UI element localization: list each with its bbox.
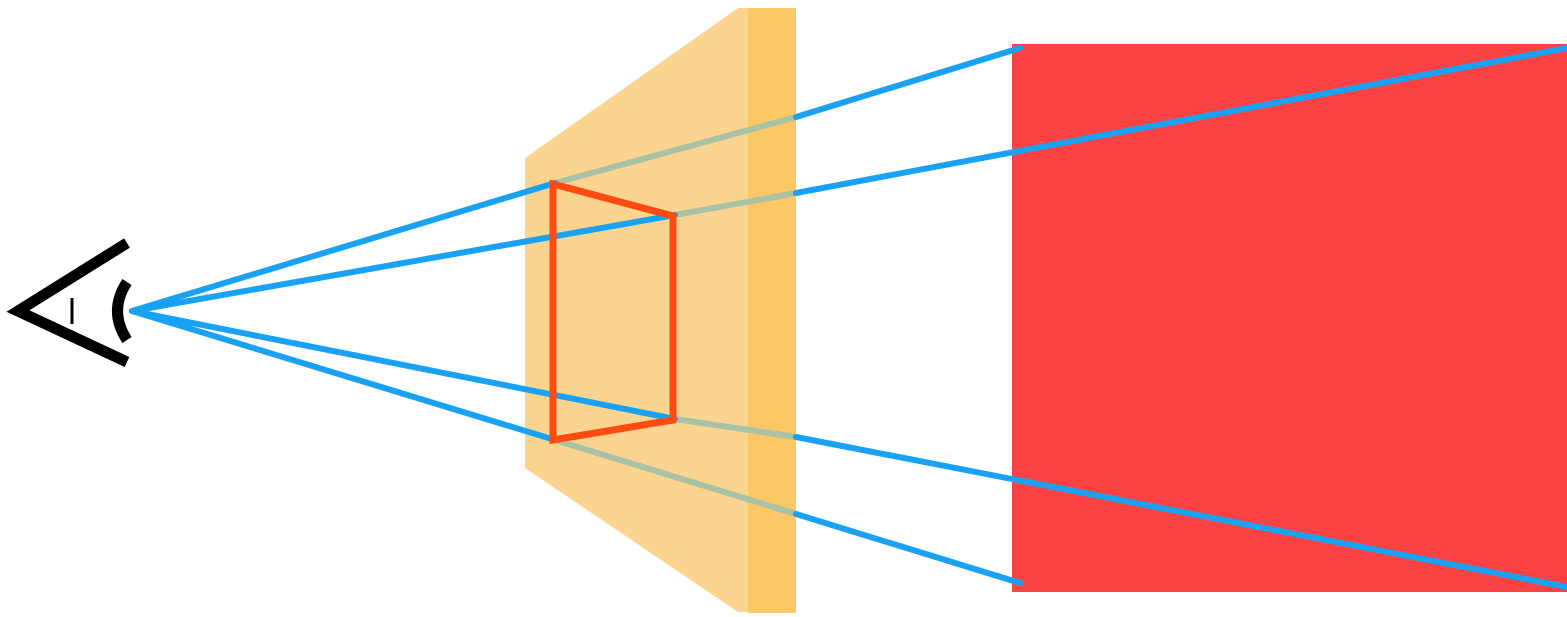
sight-line-1-far	[796, 48, 1020, 117]
target-object	[1012, 44, 1567, 592]
sight-line-4-far	[796, 514, 1020, 583]
eye-icon	[18, 243, 127, 362]
image-plane-face	[525, 8, 750, 612]
image-plane-edge	[748, 8, 796, 613]
eye-iris	[118, 282, 128, 340]
sight-line-4-front	[132, 311, 555, 440]
image-plane	[525, 8, 796, 613]
